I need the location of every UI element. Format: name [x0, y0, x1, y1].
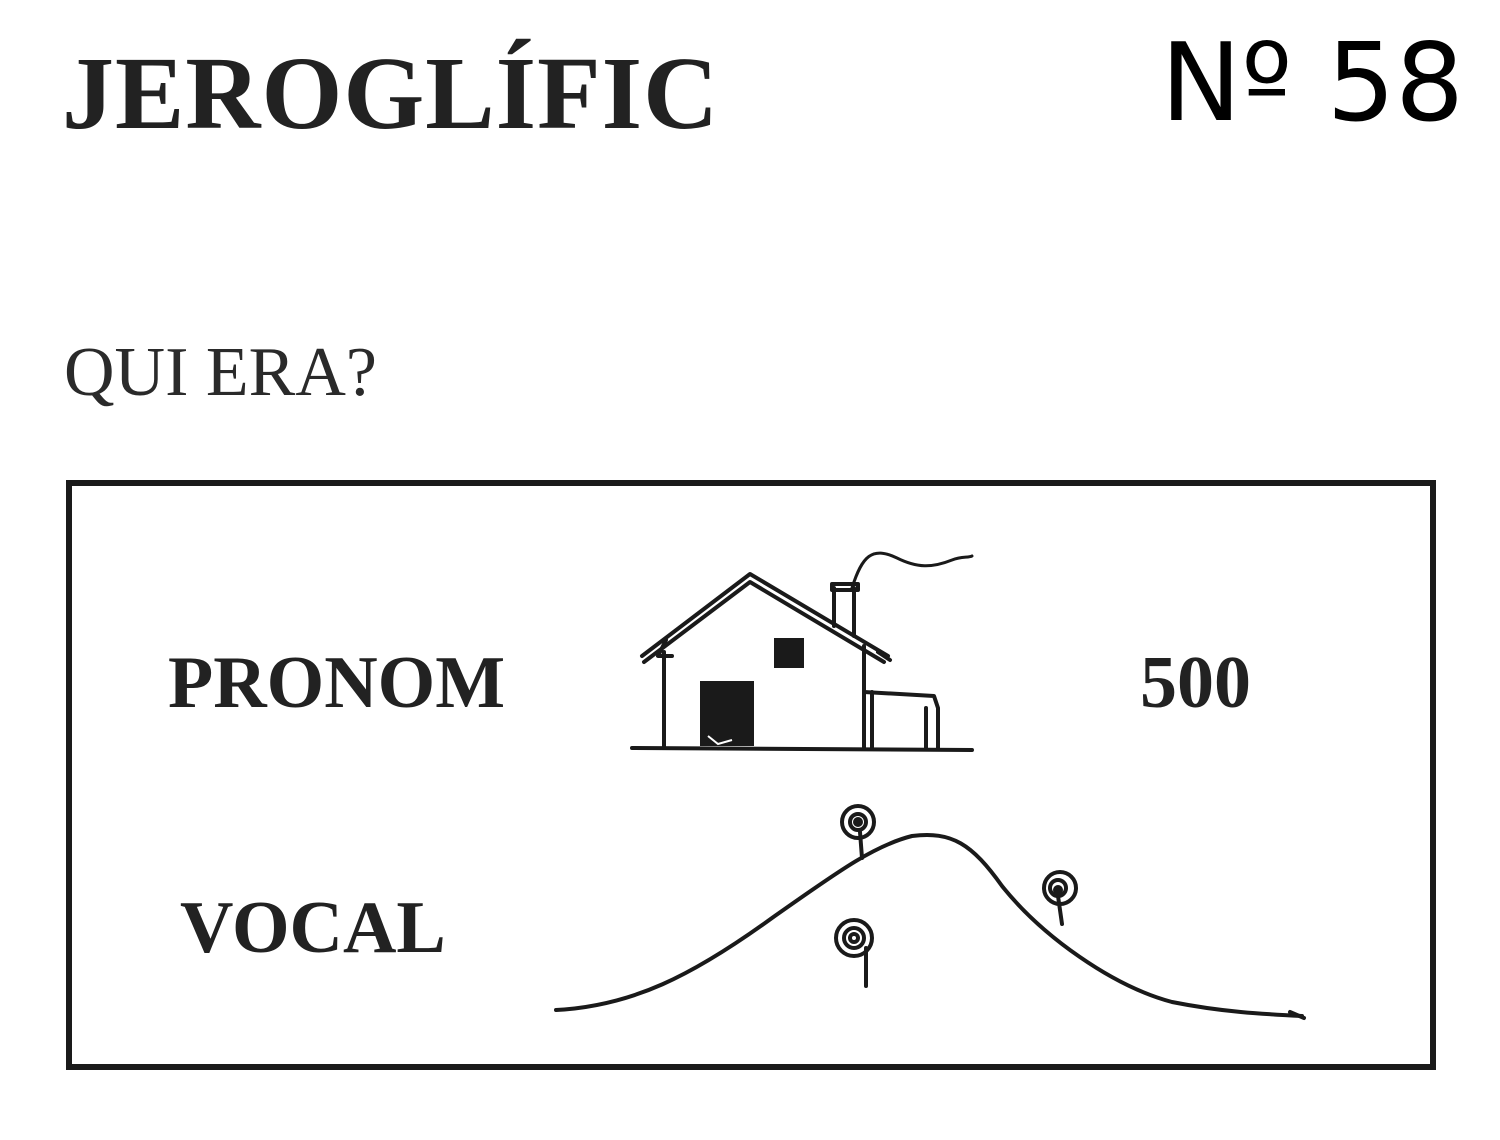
clue-number: 500	[1140, 642, 1251, 724]
puzzle-question: QUI ERA?	[64, 334, 377, 411]
house-icon	[630, 551, 974, 752]
clue-vocal: VOCAL	[180, 887, 446, 969]
puzzle-box: PRONOM 500 VOCAL	[66, 480, 1436, 1070]
puzzle-number: Nº 58	[1160, 21, 1464, 146]
hill-with-trees-icon	[554, 804, 1306, 1020]
puzzle-title: JEROGLÍFIC	[62, 36, 720, 151]
clue-pronoun: PRONOM	[168, 642, 506, 724]
